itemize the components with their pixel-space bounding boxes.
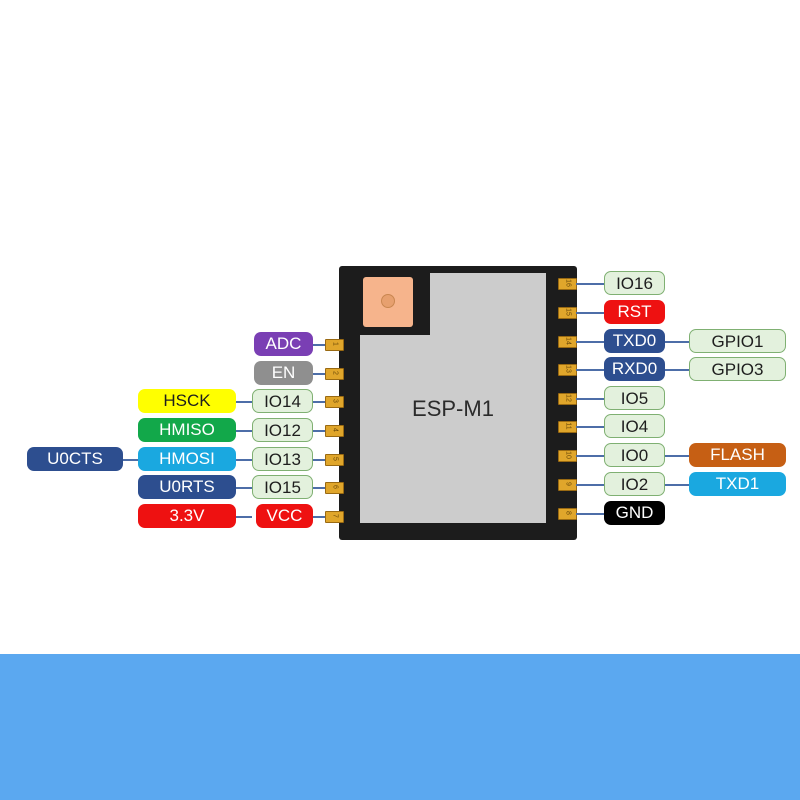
alt-label-gpio1: GPIO1 (689, 329, 786, 353)
leader-hsck (236, 401, 252, 403)
pin-number-7: 7 (331, 514, 339, 518)
leader-pin-8 (576, 513, 604, 515)
leader-hmosi (236, 459, 252, 461)
alt-label-3v3: 3.3V (138, 504, 236, 528)
leader-pin-11 (576, 426, 604, 428)
pin-label-adc: ADC (254, 332, 313, 356)
pin-number-6: 6 (331, 485, 339, 489)
pad-pin-2 (325, 368, 344, 380)
pin-label-io13: IO13 (252, 447, 313, 471)
pin-number-1: 1 (331, 342, 339, 346)
alt-label-hmiso: HMISO (138, 418, 236, 442)
pin-label-io16: IO16 (604, 271, 665, 295)
pin-number-12: 12 (564, 394, 572, 402)
leader-pin-4 (313, 430, 325, 432)
leader-txd1 (665, 484, 689, 486)
pad-pin-3 (325, 396, 344, 408)
leader-flash (665, 455, 689, 457)
pin-number-3: 3 (331, 399, 339, 403)
pin-number-8: 8 (564, 511, 572, 515)
module-name-label: ESP-M1 (412, 396, 494, 421)
pin-number-14: 14 (564, 337, 572, 345)
leader-3v3 (236, 516, 252, 518)
leader-pin-10 (576, 455, 604, 457)
pin-number-5: 5 (331, 457, 339, 461)
pad-pin-7 (325, 511, 344, 523)
leader-pin-5 (313, 459, 325, 461)
pad-pin-6 (325, 482, 344, 494)
leader-pin-15 (576, 312, 604, 314)
leader-hmiso (236, 430, 252, 432)
pin-number-15: 15 (564, 308, 572, 316)
pin-label-io15: IO15 (252, 475, 313, 499)
leader-pin-3 (313, 401, 325, 403)
alt-label-gpio3: GPIO3 (689, 357, 786, 381)
alt-label-txd1: TXD1 (689, 472, 786, 496)
pin-label-io12: IO12 (252, 418, 313, 442)
alt-label-u0rts: U0RTS (138, 475, 236, 499)
alt-label-hmosi: HMOSI (138, 447, 236, 471)
pin-number-13: 13 (564, 365, 572, 373)
pin-label-io5: IO5 (604, 386, 665, 410)
pin-number-2: 2 (331, 371, 339, 375)
alt-label-hsck: HSCK (138, 389, 236, 413)
leader-pin-2 (313, 373, 325, 375)
pin-number-10: 10 (564, 451, 572, 459)
pin-number-4: 4 (331, 428, 339, 432)
pin-label-rxd0: RXD0 (604, 357, 665, 381)
leader-pin-12 (576, 398, 604, 400)
leader-gpio1 (665, 341, 689, 343)
pin-number-9: 9 (564, 482, 572, 486)
pin-label-io2: IO2 (604, 472, 665, 496)
pin-label-gnd: GND (604, 501, 665, 525)
leader-u0rts (236, 487, 252, 489)
leader-pin-1 (313, 344, 325, 346)
leader-u0cts (123, 459, 139, 461)
pin-label-rst: RST (604, 300, 665, 324)
alt-label-u0cts: U0CTS (27, 447, 123, 471)
alt-label-flash: FLASH (689, 443, 786, 467)
pin-label-io0: IO0 (604, 443, 665, 467)
antenna-feed-point (381, 294, 395, 308)
pin-label-txd0: TXD0 (604, 329, 665, 353)
leader-pin-6 (313, 487, 325, 489)
pin-label-vcc: VCC (256, 504, 313, 528)
leader-pin-14 (576, 341, 604, 343)
leader-pin-7 (313, 516, 325, 518)
leader-gpio3 (665, 369, 689, 371)
pin-label-io14: IO14 (252, 389, 313, 413)
pad-pin-1 (325, 339, 344, 351)
leader-pin-16 (576, 283, 604, 285)
pin-number-11: 11 (564, 422, 572, 430)
pin-label-en: EN (254, 361, 313, 385)
leader-pin-13 (576, 369, 604, 371)
footer-band (0, 654, 800, 800)
pad-pin-4 (325, 425, 344, 437)
leader-pin-9 (576, 484, 604, 486)
pad-pin-5 (325, 454, 344, 466)
pin-label-io4: IO4 (604, 414, 665, 438)
pin-number-16: 16 (564, 279, 572, 287)
